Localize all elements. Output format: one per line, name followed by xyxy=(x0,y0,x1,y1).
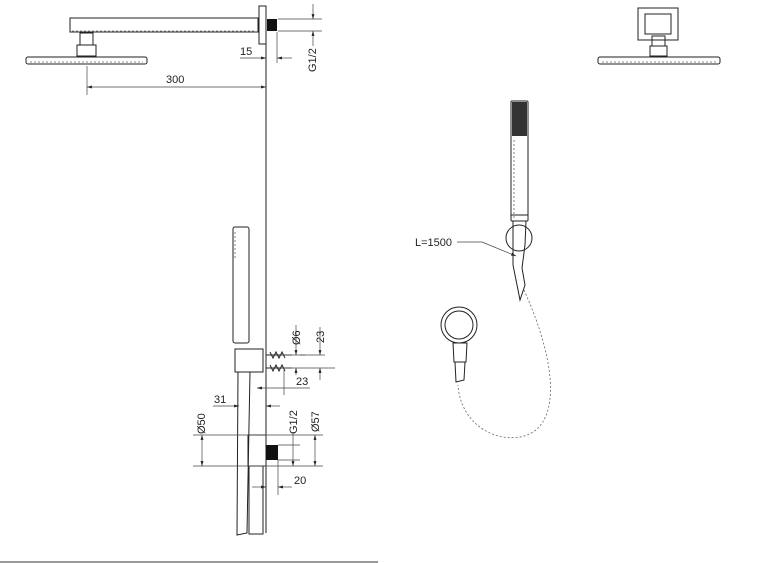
spray-face xyxy=(512,102,527,136)
wall-plate-front xyxy=(637,7,679,41)
hand-shower-body xyxy=(232,226,250,344)
dim-valve-diameter-outer: Ø57 xyxy=(310,411,322,432)
hose-length-label: L=1500 xyxy=(415,237,452,249)
wall-flange xyxy=(258,5,267,45)
thread-nut xyxy=(267,19,277,31)
dim-valve-diameter-inner: Ø50 xyxy=(196,413,208,434)
swivel-joint xyxy=(79,32,94,46)
dim-screw-diameter: Ø6 xyxy=(291,330,303,345)
dim-arm-thread: G1/2 xyxy=(307,48,319,72)
outlet-ring xyxy=(440,306,478,344)
dim-valve-thread: G1/2 xyxy=(288,410,300,434)
overhead-shower-front-view xyxy=(597,7,721,65)
dim-screw-depth: 23 xyxy=(296,376,308,388)
hose-curve xyxy=(457,289,551,439)
dim-valve-depth: 20 xyxy=(294,475,306,487)
dim-arm-length: 300 xyxy=(166,74,184,86)
valve-dimensions: Ø50 G1/2 Ø57 20 xyxy=(193,410,323,495)
valve-nut xyxy=(266,445,278,460)
dim-screw-spacing: 23 xyxy=(315,331,327,343)
shower-arm xyxy=(69,17,259,33)
wall-holder-ring xyxy=(505,224,533,252)
hose-side xyxy=(236,371,251,536)
hand-shower-side-view xyxy=(232,226,292,536)
outlet-elbow xyxy=(452,342,468,363)
arm-dimensions: 15 300 G1/2 xyxy=(86,4,322,95)
dim-bracket-offset: 31 xyxy=(214,394,226,406)
valve-box xyxy=(247,434,267,467)
shower-head-front xyxy=(597,56,721,65)
hand-shower-front-view: L=1500 xyxy=(415,100,551,439)
dim-arm-offset: 15 xyxy=(240,46,252,58)
bracket-dimensions: Ø6 23 23 31 xyxy=(213,325,335,408)
hose-connector xyxy=(512,220,527,302)
overhead-shower-side-view xyxy=(25,5,277,533)
shower-head-plate xyxy=(25,56,148,65)
wall-bracket xyxy=(234,348,264,373)
